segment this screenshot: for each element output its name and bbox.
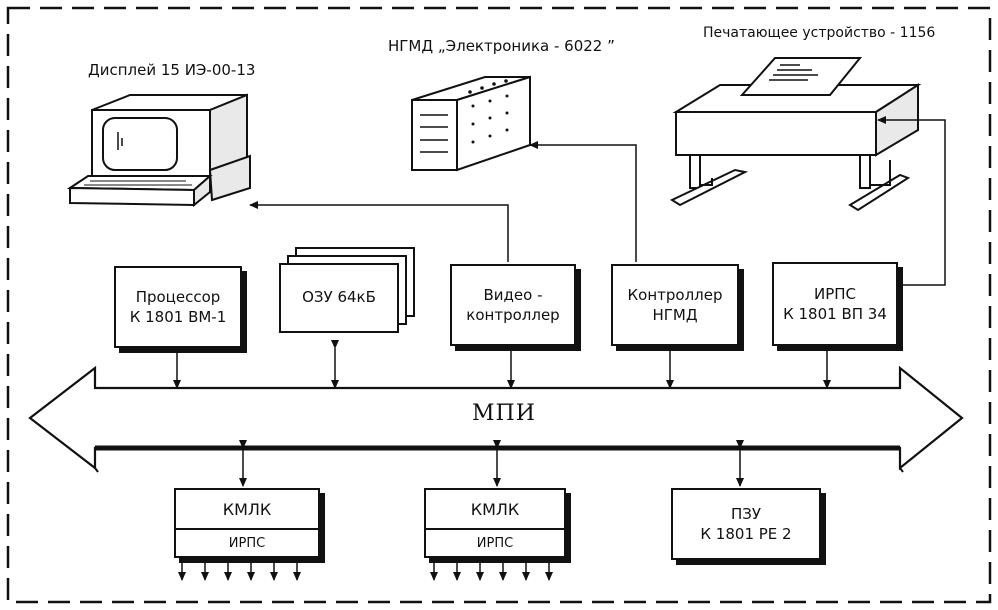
ram-stack [279, 247, 415, 333]
printer-icon [669, 57, 922, 212]
dashed-frame [6, 6, 992, 604]
irps-module: ИРПС К 1801 ВП 34 [772, 262, 898, 346]
floppy-drive-icon [411, 75, 531, 172]
video-controller-module: Видео - контроллер [450, 264, 576, 346]
bus-arrow [28, 365, 964, 471]
irps-line-2: К 1801 ВП 34 [783, 305, 887, 323]
kmlk-2-title: КМЛК [426, 490, 564, 530]
fdc-line-2: НГМД [652, 306, 698, 324]
fdc-line-1: Контроллер [627, 285, 723, 304]
floppy-drive-label: НГМД „Электроника - 6022 ” [388, 37, 615, 55]
rom-module: ПЗУ К 1801 РЕ 2 [671, 488, 821, 560]
kmlk-1-title: КМЛК [176, 490, 318, 530]
irps-line-1: ИРПС [813, 284, 857, 303]
cpu-line-2: К 1801 ВМ-1 [129, 308, 227, 326]
printer-label: Печатающее устройство - 1156 [703, 25, 936, 41]
ram-label: ОЗУ 64кБ [302, 288, 376, 307]
kmlk-module-1: КМЛК ИРПС [174, 488, 320, 558]
kmlk-module-2: КМЛК ИРПС [424, 488, 566, 558]
rom-line-1: ПЗУ [730, 504, 762, 523]
video-line-2: контроллер [466, 306, 560, 324]
video-line-1: Видео - [483, 285, 543, 304]
kmlk-2-sub: ИРПС [476, 535, 514, 551]
cpu-module: Процессор К 1801 ВМ-1 [114, 266, 242, 348]
fdc-module: Контроллер НГМД [611, 264, 739, 346]
cpu-line-1: Процессор [135, 287, 221, 306]
rom-line-2: К 1801 РЕ 2 [700, 525, 792, 543]
kmlk-1-sub: ИРПС [228, 535, 266, 551]
bus-label: МПИ [472, 401, 536, 426]
display-icon [66, 93, 251, 208]
display-label: Дисплей 15 ИЭ-00-13 [88, 61, 256, 79]
